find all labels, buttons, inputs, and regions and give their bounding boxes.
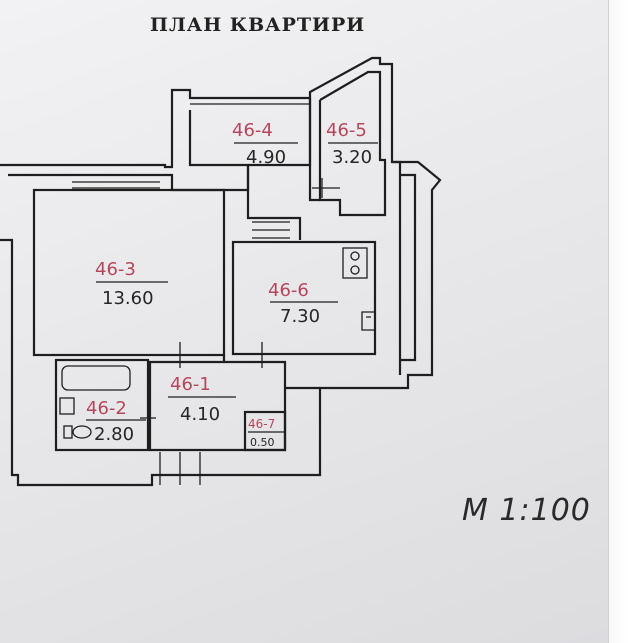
inner-wall-outline xyxy=(8,110,250,192)
entrance xyxy=(159,452,201,485)
room-46-7-code: 46-7 xyxy=(248,417,275,431)
room-46-6-code: 46-6 xyxy=(268,280,309,301)
room-46-3-walls xyxy=(32,188,226,357)
scale-label: М 1:100 xyxy=(462,493,591,528)
toilet-tank xyxy=(63,425,73,439)
room-46-3-area: 13.60 xyxy=(102,288,154,309)
room-46-5-walls xyxy=(308,98,320,202)
room-46-3-code: 46-3 xyxy=(95,259,136,280)
stove-burner-icon xyxy=(350,265,360,275)
window-left xyxy=(72,174,160,189)
room-46-5-area: 3.20 xyxy=(332,147,372,168)
room-46-6-walls xyxy=(231,240,377,356)
stove-burner-icon xyxy=(350,251,360,261)
room-46-4-code: 46-4 xyxy=(232,120,273,141)
room-46-2-walls xyxy=(54,358,150,452)
window-top xyxy=(190,97,310,105)
bathtub xyxy=(61,365,131,391)
door-46-5 xyxy=(312,178,340,198)
room-46-4-area: 4.90 xyxy=(246,147,286,168)
room-46-2-code: 46-2 xyxy=(86,398,127,419)
threshold xyxy=(252,221,290,239)
sink xyxy=(361,311,376,331)
washbasin xyxy=(59,397,75,415)
right-outer-side xyxy=(392,160,402,375)
room-46-2-area: 2.80 xyxy=(94,424,134,445)
partition xyxy=(222,355,320,390)
stove xyxy=(342,247,368,279)
toilet xyxy=(72,425,92,439)
outer-wall xyxy=(0,56,442,487)
room-46-7-area: 0.50 xyxy=(250,436,275,449)
room-46-5-code: 46-5 xyxy=(326,120,367,141)
room-46-7-walls xyxy=(243,410,287,452)
plan-title: ПЛАН КВАРТИРИ xyxy=(150,14,366,36)
room-46-1-code: 46-1 xyxy=(170,374,211,395)
paper-edge xyxy=(608,0,628,643)
room-46-1-area: 4.10 xyxy=(180,404,220,425)
right-wall-inner xyxy=(318,70,417,362)
room-46-6-area: 7.30 xyxy=(280,306,320,327)
